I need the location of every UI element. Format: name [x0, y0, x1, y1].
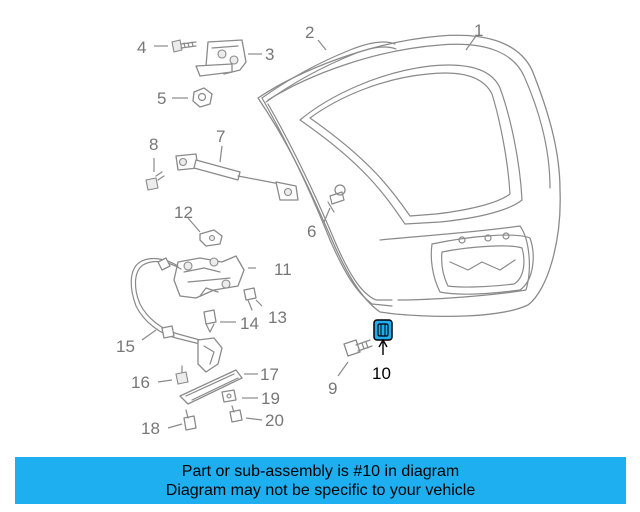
callout-labels: 1 2 3 4 5 6 7 8 9 10 11 12 13 14 15 16 1… — [116, 21, 483, 438]
callout-19: 19 — [261, 389, 280, 408]
banner-disclaimer-line: Diagram may not be specific to your vehi… — [165, 482, 476, 499]
bolt-part-13 — [243, 287, 257, 311]
bracket-part-12 — [199, 229, 223, 247]
callout-5: 5 — [157, 89, 166, 108]
callout-12: 12 — [174, 203, 193, 222]
callout-8: 8 — [149, 135, 158, 154]
nut-part-5 — [192, 87, 213, 108]
callout-1: 1 — [474, 21, 483, 40]
callout-4: 4 — [137, 38, 146, 57]
callout-17: 17 — [260, 365, 279, 384]
callout-14: 14 — [240, 314, 259, 333]
callout-3: 3 — [265, 45, 274, 64]
clip-part-14 — [203, 309, 217, 333]
bolt-part-9 — [343, 339, 373, 357]
clip-part-19 — [221, 389, 237, 403]
handle-part-17 — [179, 337, 243, 405]
weatherstrip-part — [261, 41, 397, 307]
highlighted-part-10 — [373, 319, 393, 341]
screw-part-20 — [229, 405, 243, 423]
ball-stud-part-6 — [327, 184, 346, 213]
callout-10: 10 — [372, 364, 391, 383]
callout-11: 11 — [274, 260, 292, 279]
gas-strut-part-7 — [175, 153, 299, 201]
part-info-banner: Part or sub-assembly is #10 in diagram D… — [15, 457, 626, 504]
leader-lines — [141, 35, 477, 429]
callout-9: 9 — [328, 379, 337, 398]
latch-part-11 — [173, 255, 245, 299]
hinge-part — [195, 39, 247, 77]
callout-20: 20 — [265, 411, 284, 430]
cable-part-15 — [130, 257, 201, 345]
parts-diagram: 1 2 3 4 5 6 7 8 9 10 11 12 13 14 15 16 1… — [116, 21, 561, 438]
liftgate-part — [257, 34, 561, 317]
bolt-part-18 — [183, 409, 197, 431]
callout-16: 16 — [131, 373, 150, 392]
banner-part-line: Part or sub-assembly is #10 in diagram — [181, 463, 460, 480]
bolt-part-16 — [175, 365, 189, 385]
callout-18: 18 — [141, 419, 160, 438]
callout-6: 6 — [307, 222, 316, 241]
stud-part-8 — [145, 171, 165, 191]
callout-13: 13 — [268, 308, 287, 327]
callout-7: 7 — [216, 127, 225, 146]
callout-2: 2 — [305, 23, 314, 42]
bolt-part-4 — [171, 39, 197, 53]
callout-15: 15 — [116, 337, 135, 356]
